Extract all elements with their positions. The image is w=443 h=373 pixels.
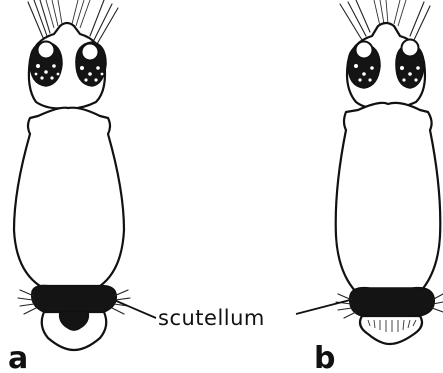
specimen-b-scutellum	[350, 288, 434, 316]
leader-line-a	[114, 300, 156, 318]
specimen-b-thorax	[336, 103, 441, 292]
specimen-a	[14, 0, 130, 350]
leader-line-b	[296, 300, 350, 314]
specimen-a-scutellum	[32, 286, 117, 312]
specimen-a-left-eye	[30, 42, 62, 87]
specimen-a-right-eye	[76, 42, 106, 86]
panel-label-b: b	[314, 341, 335, 373]
specimen-b-abdomen	[360, 316, 422, 344]
specimen-a-thorax	[14, 108, 124, 286]
scutellum-label: scutellum	[158, 306, 265, 330]
specimen-b-left-eye	[348, 42, 380, 89]
panel-label-a: a	[8, 341, 28, 373]
specimen-b	[336, 0, 443, 344]
scutellum-callout: scutellum	[114, 300, 350, 330]
